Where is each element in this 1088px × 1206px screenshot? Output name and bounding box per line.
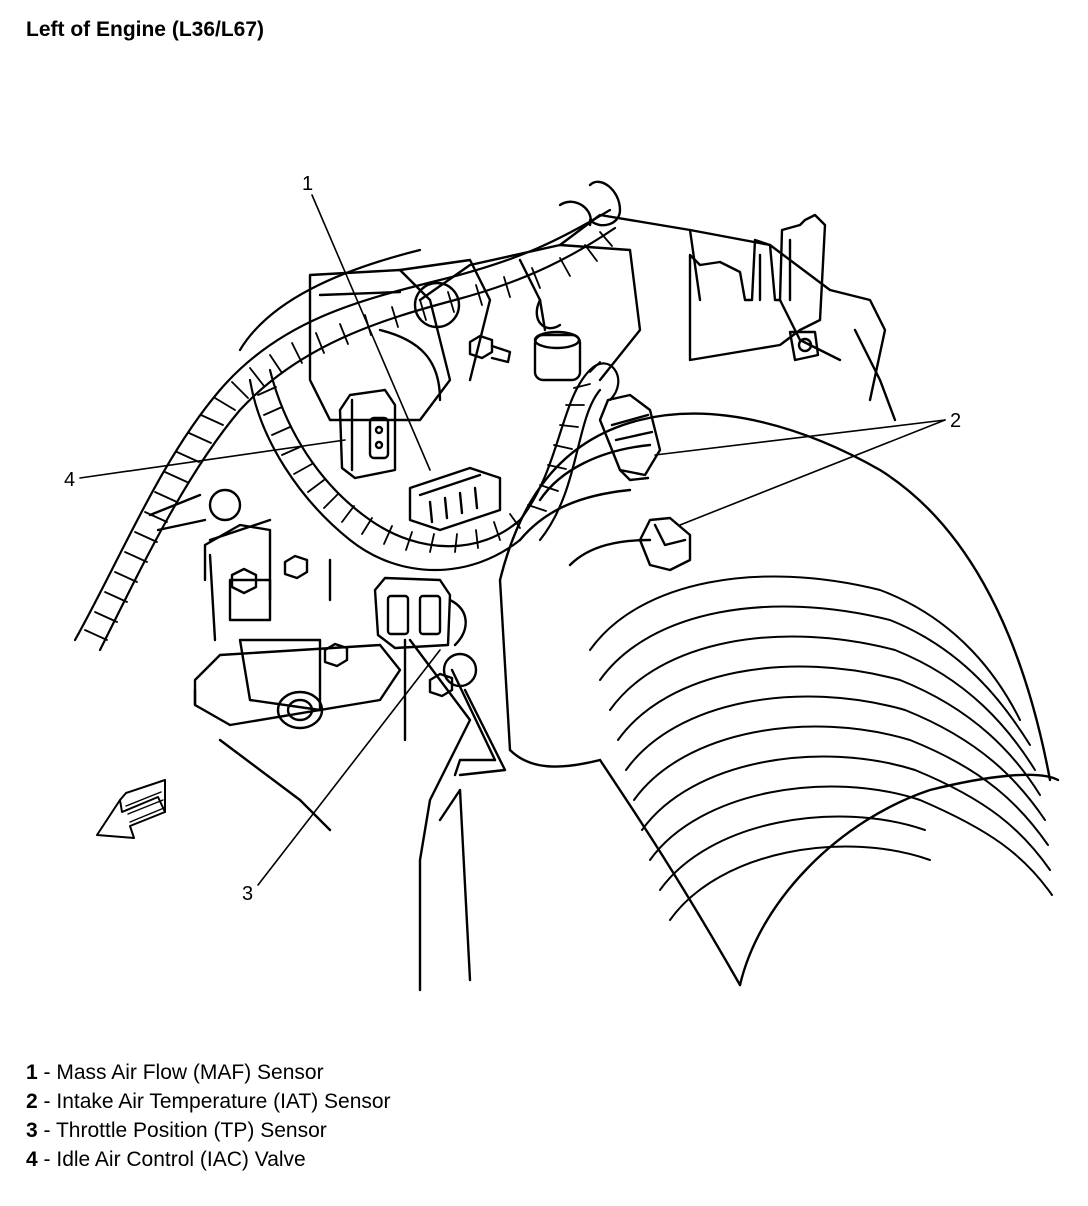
callout-4: 4 <box>64 469 75 491</box>
legend-item-iat: 2 - Intake Air Temperature (IAT) Sensor <box>26 1090 391 1113</box>
callout-leaders <box>79 194 946 886</box>
callout-1: 1 <box>302 173 313 195</box>
callout-3: 3 <box>242 883 253 905</box>
wiring-harness <box>73 208 620 652</box>
legend-item-iac: 4 - Idle Air Control (IAC) Valve <box>26 1148 306 1171</box>
callout-2: 2 <box>950 410 961 432</box>
maf-connector <box>408 466 502 532</box>
front-direction-arrow <box>96 779 166 839</box>
iat-sensor-lower <box>638 516 692 572</box>
legend-item-maf: 1 - Mass Air Flow (MAF) Sensor <box>26 1061 324 1084</box>
engine-illustration: 1 2 3 4 <box>64 173 1060 992</box>
diagram-title: Left of Engine (L36/L67) <box>26 18 265 41</box>
mounting-bracket-left <box>148 488 402 730</box>
iat-sensor-upper <box>598 393 662 482</box>
engine-housing <box>218 213 897 992</box>
heat-shield-bracket <box>688 213 827 362</box>
legend-item-tp: 3 - Throttle Position (TP) Sensor <box>26 1119 327 1142</box>
legend: 1 - Mass Air Flow (MAF) Sensor 2 - Intak… <box>26 1058 391 1174</box>
throttle-body <box>308 258 492 422</box>
upper-hoses <box>533 180 622 382</box>
iac-valve-connector <box>338 388 397 480</box>
bolts <box>230 334 512 777</box>
air-intake-duct <box>498 412 1060 987</box>
tp-sensor-connector <box>373 576 467 650</box>
